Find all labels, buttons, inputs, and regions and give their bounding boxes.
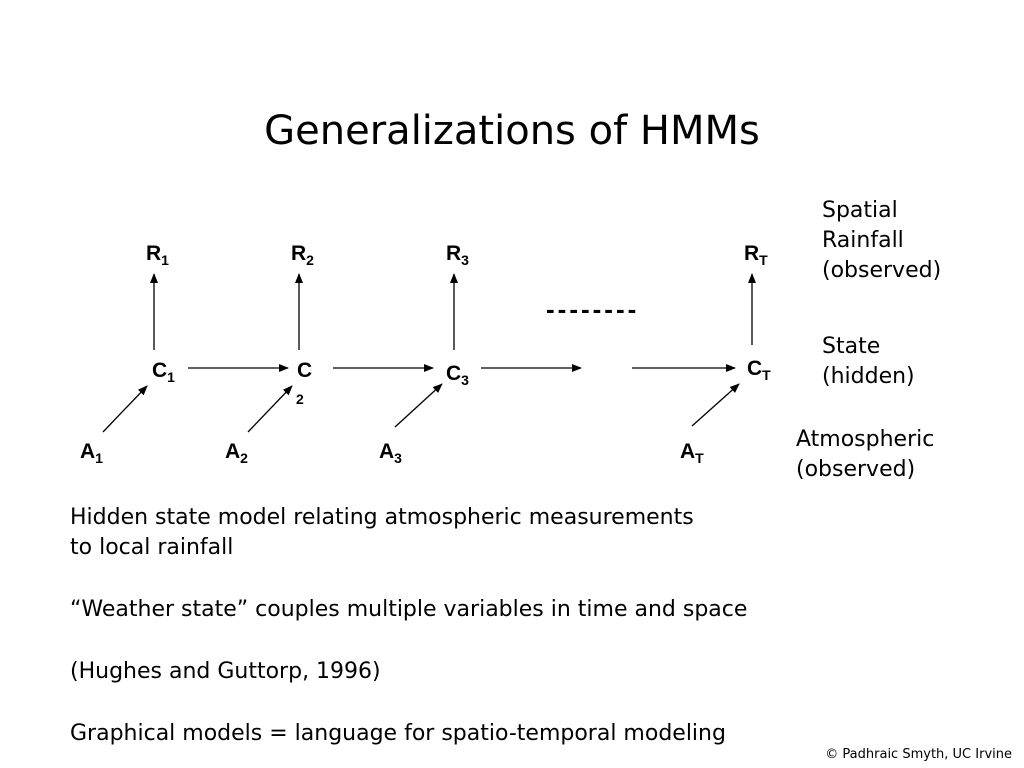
node-a2: A2	[225, 440, 248, 466]
label-rainfall-line: (observed)	[822, 258, 942, 283]
label-state-line: State	[822, 334, 881, 359]
slide-title: Generalizations of HMMs	[264, 108, 760, 154]
body-line: Graphical models = language for spatio-t…	[70, 721, 726, 746]
label-atmospheric-line: (observed)	[796, 457, 916, 482]
edge-at-ct	[691, 383, 740, 427]
node-r1: R1	[146, 242, 169, 268]
body-line: to local rainfall	[70, 535, 234, 560]
body-line: (Hughes and Guttorp, 1996)	[70, 659, 381, 684]
label-atmospheric-line: Atmospheric	[796, 427, 935, 452]
label-rainfall-line: Spatial	[822, 198, 898, 223]
node-a1: A1	[80, 440, 103, 466]
node-at: AT	[680, 440, 704, 466]
body-line: Hidden state model relating atmospheric …	[70, 505, 694, 530]
node-c1: C1	[152, 359, 175, 385]
node-r3: R3	[446, 242, 469, 268]
node-c2: C	[297, 359, 312, 382]
edge-a1-c1	[102, 385, 148, 433]
node-ct: CT	[747, 357, 771, 383]
edge-a3-c3	[394, 383, 443, 428]
label-atmospheric: Atmospheric (observed)	[796, 425, 934, 485]
label-rainfall-line: Rainfall	[822, 228, 904, 253]
label-state-line: (hidden)	[822, 364, 915, 389]
node-rt: RT	[744, 242, 768, 268]
label-rainfall: Spatial Rainfall (observed)	[822, 196, 941, 286]
node-a3: A3	[379, 440, 402, 466]
node-c3: C3	[446, 362, 469, 388]
ellipsis-dashes: --------	[546, 294, 640, 324]
node-r2: R2	[291, 242, 314, 268]
copyright-footer: © Padhraic Smyth, UC Irvine	[825, 747, 1012, 762]
label-state: State (hidden)	[822, 332, 915, 392]
body-text: Hidden state model relating atmospheric …	[70, 503, 910, 749]
node-c2-subscript: 2	[296, 391, 304, 407]
edge-a2-c2	[247, 385, 293, 433]
body-line: “Weather state” couples multiple variabl…	[70, 597, 748, 622]
